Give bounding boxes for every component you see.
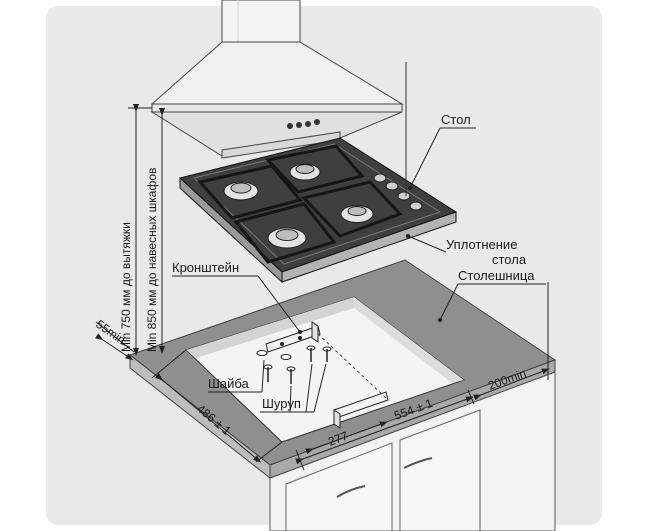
washers — [256, 350, 292, 360]
callout-countertop — [438, 283, 546, 322]
label-seal-line2: стола — [492, 252, 527, 267]
label-half-width: 277 — [326, 429, 350, 449]
callout-washer — [208, 359, 265, 393]
label-bracket: Кронштейн — [172, 260, 239, 275]
dim-55min — [95, 321, 135, 361]
callout-bracket — [172, 275, 302, 334]
bracket-left — [265, 321, 321, 353]
door-handle-left — [336, 485, 366, 498]
burners — [223, 163, 374, 249]
gas-hob — [178, 137, 458, 284]
dim-half-width — [305, 421, 388, 455]
label-min-hood: Min 750 мм до вытяжки — [119, 222, 133, 352]
label-min-cabinets: Min 850 мм до навесных шкафов — [145, 168, 159, 352]
label-table: Стол — [441, 112, 471, 127]
dim-depth — [151, 349, 283, 463]
pan-supports — [197, 144, 403, 264]
label-countertop: Столешница — [458, 268, 535, 283]
hob-control-knobs — [373, 173, 423, 211]
screws — [263, 345, 332, 384]
label-seal-line1: Уплотнение — [446, 237, 517, 252]
dim-200min — [473, 282, 550, 401]
dim-hood-distance — [128, 104, 152, 356]
hood-chimney — [221, 0, 301, 43]
label-washer: Шайба — [208, 376, 250, 391]
range-hood — [150, 0, 404, 159]
hood-control-knobs — [287, 119, 320, 129]
label-screw: Шуруп — [262, 396, 301, 411]
callout-seal — [406, 234, 447, 253]
callout-table — [408, 127, 476, 190]
callout-screw — [260, 363, 327, 413]
